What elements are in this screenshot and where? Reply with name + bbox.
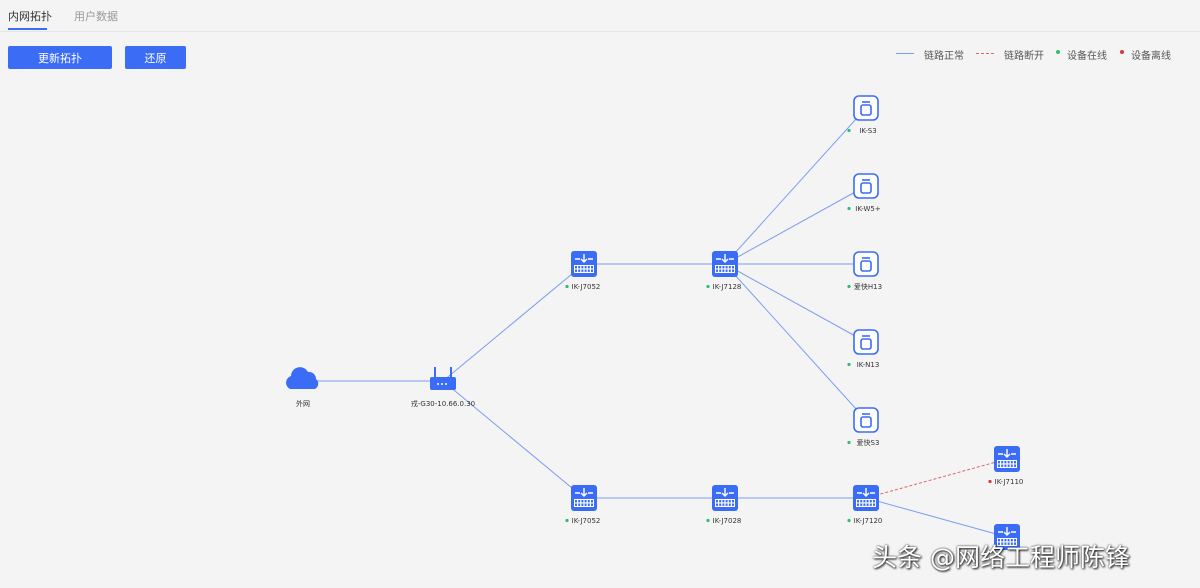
node-sw_bot_2[interactable]: IK-J7028 [706,485,741,525]
link-ok-legend-swatch [896,53,914,54]
node-label: IK-N13 [857,361,880,369]
legend: 链路正常 链路断开 设备在线 设备离线 [896,46,1196,62]
router-icon [430,367,456,390]
node-label: IK-J7052 [572,283,601,291]
switch-icon [571,251,597,277]
link-router-sw_bot_1 [442,380,585,499]
ap-icon [853,407,879,433]
tab-bar: 内网拓扑 用户数据 [0,0,1200,32]
active-tab-indicator [8,28,47,30]
status-dot-icon [565,284,569,289]
status-dot-icon [847,518,851,523]
link-down-legend-swatch [976,53,994,54]
status-dot-icon [847,362,851,367]
switch-icon [994,524,1020,550]
legend-device-offline: 设备离线 [1131,51,1171,62]
ap-icon [853,95,879,121]
node-label: IK-J7052 [572,517,601,525]
node-ap_1[interactable]: IK-S3 [847,95,879,135]
node-router[interactable]: 戎-G30-10.66.0.30 [411,367,475,408]
node-sw_top_2[interactable]: IK-J7128 [706,251,741,291]
legend-device-online: 设备在线 [1067,51,1107,62]
switch-icon [853,485,879,511]
refresh-topology-button[interactable]: 更新拓扑 [8,46,112,69]
link-sw_bot_3-sw_off [865,458,1008,499]
link-sw_top_2-ap_2 [724,185,867,265]
status-dot-icon [706,518,710,523]
node-sw_bot_3[interactable]: IK-J7120 [847,485,882,525]
watermark: 头条 @网络工程师陈锋 [872,543,1130,572]
switch-icon [571,485,597,511]
offline-dot-icon [1120,50,1124,54]
node-label: IK-J7028 [713,517,742,525]
ap-icon [853,173,879,199]
online-dot-icon [1056,50,1060,54]
link-sw_top_2-ap_4 [724,263,867,343]
status-dot-icon [706,284,710,289]
node-ap_5[interactable]: 爱快S3 [847,407,880,447]
node-ap_4[interactable]: IK-N13 [847,329,880,369]
node-label: 爱快S3 [857,438,880,447]
link-router-sw_top_1 [442,263,585,382]
status-dot-icon [988,479,992,484]
node-sw_edge[interactable] [994,524,1020,550]
status-dot-icon [847,284,851,289]
cloud-icon [286,367,319,389]
legend-link-ok: 链路正常 [924,51,964,62]
link-sw_top_2-ap_1 [724,107,867,265]
status-dot-icon [847,128,851,133]
link-sw_top_2-ap_5 [724,263,867,421]
legend-link-down: 链路断开 [1004,51,1044,62]
node-ap_2[interactable]: IK-W5+ [847,173,881,213]
ap-icon [853,251,879,277]
node-label: IK-J7120 [854,517,883,525]
switch-icon [994,446,1020,472]
restore-button[interactable]: 还原 [125,46,186,69]
node-ap_3[interactable]: 爱快H13 [847,251,882,291]
node-label: 戎-G30-10.66.0.30 [411,399,475,408]
tab-user-data[interactable]: 用户数据 [74,10,118,23]
node-sw_bot_1[interactable]: IK-J7052 [565,485,600,525]
node-sw_off[interactable]: IK-J7110 [988,446,1023,486]
node-sw_top_1[interactable]: IK-J7052 [565,251,600,291]
node-label: IK-S3 [859,127,876,135]
node-label: 外网 [296,399,310,408]
link-sw_bot_3-sw_edge [865,497,1008,538]
node-label: 爱快H13 [854,282,882,291]
links-layer [303,107,1008,538]
tab-intranet-topology[interactable]: 内网拓扑 [8,10,52,23]
node-label: IK-W5+ [855,205,881,213]
ap-icon [853,329,879,355]
status-dot-icon [565,518,569,523]
node-internet[interactable]: 外网 [286,367,319,408]
switch-icon [712,485,738,511]
node-label: IK-J7110 [995,478,1024,486]
status-dot-icon [847,440,851,445]
status-dot-icon [847,206,851,211]
node-label: IK-J7128 [713,283,742,291]
switch-icon [712,251,738,277]
